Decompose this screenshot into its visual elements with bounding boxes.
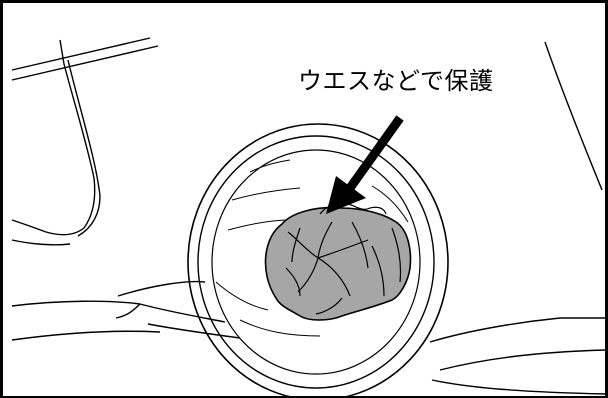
protective-cloth: [264, 202, 412, 321]
arrow-down-left-icon: [326, 115, 404, 214]
outer-ring: [187, 123, 449, 398]
body-panel-lines: [11, 37, 607, 395]
inner-ring: [211, 149, 421, 375]
callout-label: ウエスなどで保護: [298, 67, 494, 95]
middle-ring: [197, 135, 435, 389]
